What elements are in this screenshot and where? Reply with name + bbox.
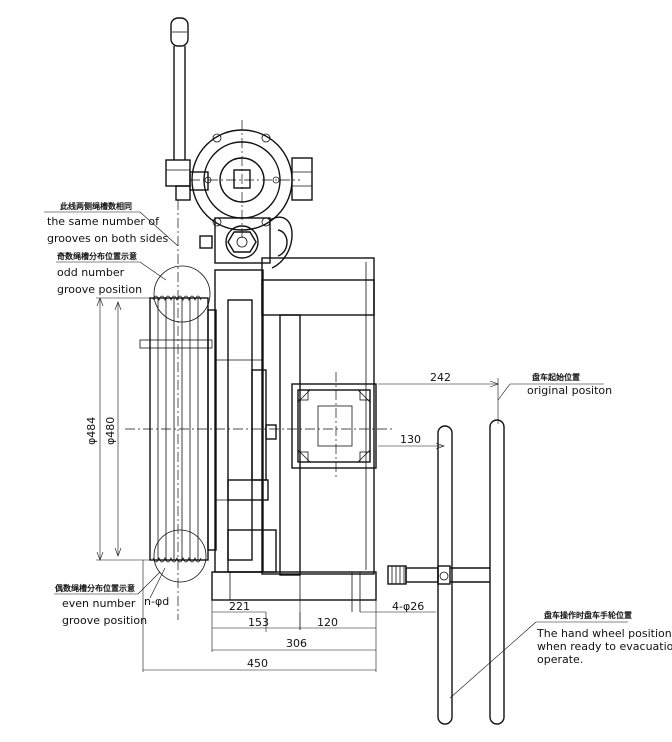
original-position-cn: 盘车起始位置 <box>532 372 580 382</box>
dim-holes: 4-φ26 <box>392 600 424 613</box>
dim-d484: φ484 <box>85 417 98 445</box>
dim-130: 130 <box>400 433 421 446</box>
dim-242: 242 <box>430 371 451 384</box>
odd-groove-en-2: groove position <box>57 283 142 296</box>
base-plate <box>211 529 377 612</box>
hand-wheel-position-en-1: The hand wheel position <box>536 627 672 640</box>
dim-306: 306 <box>286 637 307 650</box>
same-grooves-cn: 此线两侧绳槽数相同 <box>60 201 132 211</box>
housing <box>261 257 375 576</box>
hand-wheel-original <box>489 419 505 725</box>
odd-groove-cn: 奇数绳槽分布位置示意 <box>57 251 137 261</box>
square-flange <box>291 383 377 469</box>
release-lever <box>165 17 191 201</box>
hand-wheel-position-cn: 盘车操作时盘车手轮位置 <box>544 610 632 620</box>
dim-n-d: n-φd <box>144 595 169 608</box>
hand-wheel-shaft <box>387 565 490 585</box>
dim-d480: φ480 <box>104 417 117 445</box>
original-position-en: original positon <box>527 384 612 397</box>
even-groove-en-2: groove position <box>62 614 147 627</box>
even-groove-cn: 偶数绳槽分布位置示意 <box>55 583 135 593</box>
dim-153: 153 <box>248 616 269 629</box>
hand-wheel-evacuation <box>437 425 453 725</box>
dim-120: 120 <box>317 616 338 629</box>
even-groove-detail-circle <box>153 529 207 583</box>
even-groove-en-1: even number <box>62 597 136 610</box>
dim-450: 450 <box>247 657 268 670</box>
odd-groove-en-1: odd number <box>57 266 125 279</box>
leader-lines <box>44 211 628 699</box>
same-grooves-en-1: the same number of <box>47 215 160 228</box>
odd-groove-detail-circle <box>153 265 211 323</box>
same-grooves-en-2: grooves on both sides <box>47 232 168 245</box>
bracket <box>199 216 293 269</box>
dim-221: 221 <box>229 600 250 613</box>
dimension-lines <box>96 297 499 672</box>
hand-wheel-position-en-2: when ready to evacuation <box>537 640 672 653</box>
hand-wheel-position-en-3: operate. <box>537 653 583 666</box>
